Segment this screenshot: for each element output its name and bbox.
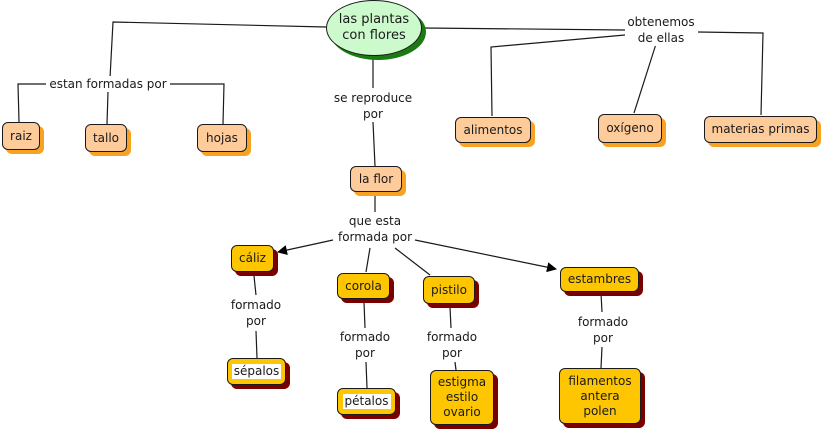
concept-root[interactable]: las plantas con flores [326, 0, 422, 56]
concept-tallo[interactable]: tallo [85, 124, 127, 152]
link-queesta-corola [365, 247, 371, 273]
link-estan-tallo [106, 91, 109, 125]
concept-estambres[interactable]: estambres [560, 267, 639, 292]
link-formado-petalos [365, 361, 368, 389]
link-pistilo-formado [449, 306, 452, 329]
link-estan-hojas [170, 83, 225, 125]
linking-phrase-obtenemos-de-ellas[interactable]: obtenemos de ellas [625, 14, 697, 46]
link-formado-sepalos [255, 330, 258, 359]
linking-phrase-estan-formadas-por[interactable]: estan formadas por [47, 76, 169, 92]
concept-materias-primas[interactable]: materias primas [704, 116, 817, 143]
link-queesta-estambres [414, 239, 557, 273]
concept-filamentos-antera-polen[interactable]: filamentos antera polen [559, 368, 641, 424]
concept-estigma-estilo-ovario[interactable]: estigma estilo ovario [430, 370, 494, 425]
concept-oxigeno[interactable]: oxígeno [598, 114, 662, 143]
link-reproduce-flor [372, 121, 376, 167]
concept-caliz[interactable]: cáliz [231, 245, 274, 272]
link-formado-estigma [454, 361, 457, 371]
concept-la-flor[interactable]: la flor [350, 166, 402, 192]
linking-phrase-formado-por-pistilo[interactable]: formado por [424, 329, 480, 361]
link-corola-formado [363, 301, 366, 329]
concept-sepalos-text: sépalos [231, 364, 282, 379]
link-caliz-formado [253, 275, 257, 296]
linking-phrase-que-esta-formada-por[interactable]: que esta formada por [335, 213, 415, 245]
link-obtenemos-materias [697, 31, 764, 116]
link-root-estan [109, 21, 327, 79]
link-obtenemos-oxigeno [633, 43, 657, 114]
link-queesta-caliz [277, 239, 334, 255]
concept-petalos[interactable]: pétalos [337, 388, 396, 415]
link-estan-raiz [17, 83, 46, 123]
concept-pistilo[interactable]: pistilo [423, 276, 475, 304]
link-root-obtenemos [423, 27, 626, 31]
link-obtenemos-alimentos [490, 34, 626, 117]
concept-raiz[interactable]: raiz [2, 122, 40, 150]
link-estambres-formado [600, 292, 603, 313]
concept-corola[interactable]: corola [337, 273, 390, 299]
linking-phrase-formado-por-corola[interactable]: formado por [337, 329, 393, 361]
linking-phrase-formado-por-estambres[interactable]: formado por [575, 314, 631, 346]
link-formado-filamentos [600, 346, 603, 369]
linking-phrase-se-reproduce-por[interactable]: se reproduce por [331, 90, 415, 122]
linking-phrase-formado-por-caliz[interactable]: formado por [228, 297, 284, 329]
concept-hojas[interactable]: hojas [197, 124, 247, 152]
concept-sepalos[interactable]: sépalos [227, 358, 286, 385]
concept-alimentos[interactable]: alimentos [455, 117, 531, 143]
concept-petalos-text: pétalos [342, 394, 391, 409]
link-queesta-pistilo [394, 247, 431, 276]
